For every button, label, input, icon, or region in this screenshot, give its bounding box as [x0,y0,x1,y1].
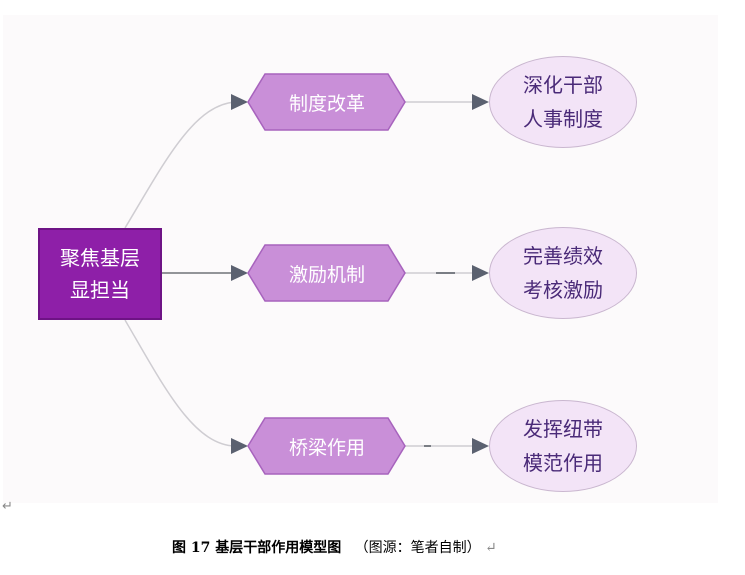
caption-title: 图 17 基层干部作用模型图 [172,540,342,556]
arrowhead-leaf-1 [472,94,489,110]
branch-node-3: 桥梁作用 [288,436,365,459]
leaf-node-1-line-1: 深化干部 [523,73,603,97]
arrowhead-branch-1 [231,94,248,110]
figure-caption: 图 17 基层干部作用模型图 （图源：笔者自制） ↵ [172,537,497,557]
caption-return-mark: ↵ [485,540,497,556]
leaf-node-2-line-2: 考核激励 [523,278,603,302]
arrowhead-leaf-3 [472,438,489,454]
paragraph-mark: ↵ [2,499,13,514]
branch-node-2: 激励机制 [288,263,365,286]
diagram-connectors [124,73,489,475]
leaf-node-1-line-2: 人事制度 [523,107,603,131]
branch-node-1: 制度改革 [288,92,365,115]
leaf-node-3-line-2: 模范作用 [523,451,603,475]
arrowhead-branch-3 [231,438,248,454]
diagram-canvas: 聚焦基层 显担当 制度改革 激励机制 桥梁作用 深化干部 人事制度 完善绩效 考… [3,15,718,503]
leaf-node-3-line-1: 发挥纽带 [523,417,603,441]
root-node-line-2: 显担当 [70,278,130,302]
branch-node-shape-3 [247,417,406,475]
leaf-node-1: 深化干部 人事制度 [489,56,637,148]
arrowhead-leaf-2 [472,265,489,281]
branch-node-shape-1 [247,73,406,131]
leaf-node-2: 完善绩效 考核激励 [489,227,637,319]
leaf-node-2-line-1: 完善绩效 [523,244,603,268]
arrowhead-branch-2 [231,265,248,281]
branch-node-shape-2 [247,244,406,302]
root-node: 聚焦基层 显担当 [38,228,162,320]
caption-source: （图源：笔者自制） [354,540,481,556]
leaf-node-3: 发挥纽带 模范作用 [489,400,637,492]
connector-root-to-branch-1 [124,101,236,229]
connector-root-to-branch-3 [124,319,236,447]
root-node-line-1: 聚焦基层 [60,246,140,270]
